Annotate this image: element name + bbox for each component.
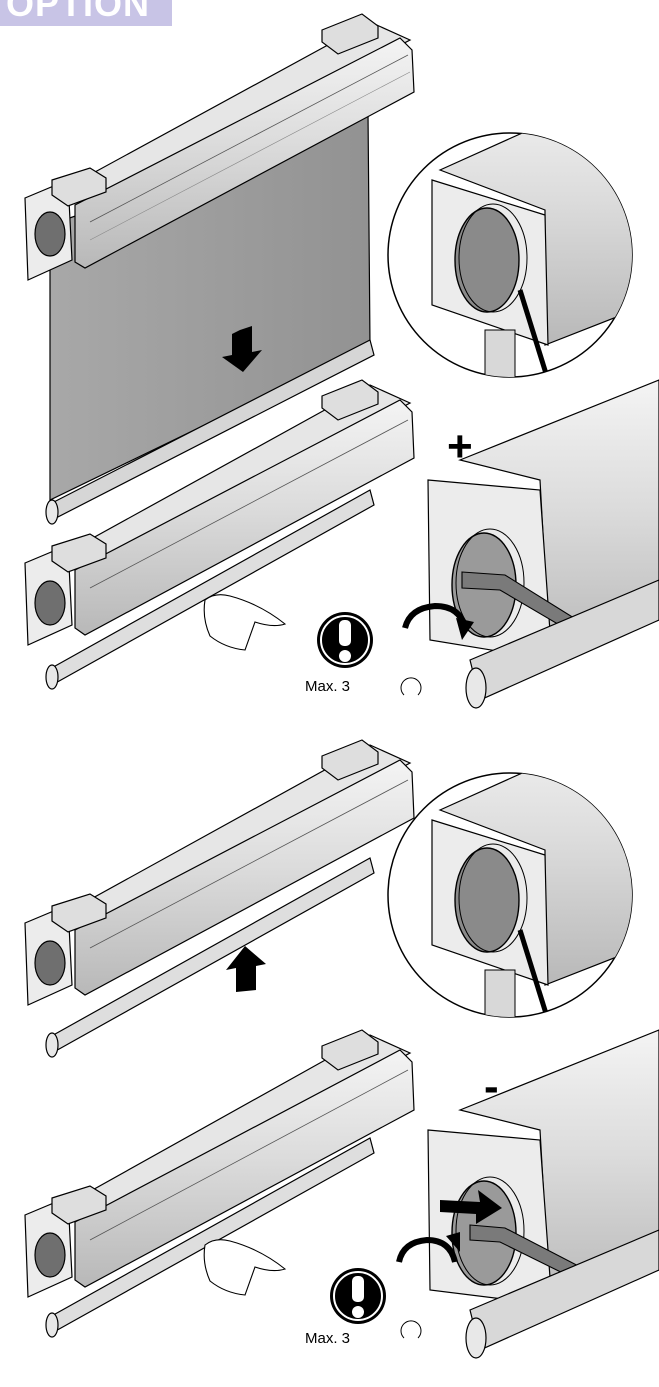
blind-1 bbox=[24, 13, 415, 525]
bracket bbox=[321, 13, 379, 55]
header-title: OPTION bbox=[6, 0, 151, 24]
detail-magnifier-1 bbox=[387, 132, 633, 378]
rotation-arrow-icon bbox=[400, 1320, 422, 1339]
adjustment-detail-plus bbox=[402, 379, 659, 709]
blind-3 bbox=[24, 739, 415, 1058]
rotate-counterclockwise-icon bbox=[396, 1236, 458, 1263]
bracket bbox=[321, 379, 379, 421]
push-arrow-icon bbox=[440, 1190, 502, 1224]
bracket bbox=[51, 167, 107, 207]
end-cap bbox=[34, 211, 66, 257]
warning-icon bbox=[330, 1268, 422, 1339]
up-arrow-icon bbox=[226, 946, 266, 992]
plus-sign: + bbox=[447, 422, 473, 471]
end-cap bbox=[34, 580, 66, 626]
bottom-rail-cap bbox=[45, 499, 59, 525]
down-arrow-icon bbox=[222, 326, 262, 372]
hand-icon bbox=[203, 1239, 287, 1296]
header-tab: OPTION bbox=[0, 0, 172, 26]
max-turns-label: Max. 3 bbox=[305, 678, 351, 695]
blind-4 bbox=[24, 1029, 415, 1338]
rotate-clockwise-icon bbox=[402, 602, 468, 629]
cassette-front-face bbox=[74, 37, 415, 269]
hand-icon bbox=[203, 594, 287, 651]
bracket bbox=[51, 533, 107, 573]
adjustment-detail-minus bbox=[396, 1029, 659, 1359]
cassette-front-face bbox=[74, 399, 415, 636]
warning-icon bbox=[317, 612, 422, 696]
minus-sign: - bbox=[484, 1062, 499, 1111]
max-turns-label: Max. 3 bbox=[305, 1330, 351, 1347]
blind-2 bbox=[24, 379, 415, 690]
rotation-arrow-icon bbox=[400, 677, 422, 696]
detail-magnifier-2 bbox=[387, 772, 633, 1018]
